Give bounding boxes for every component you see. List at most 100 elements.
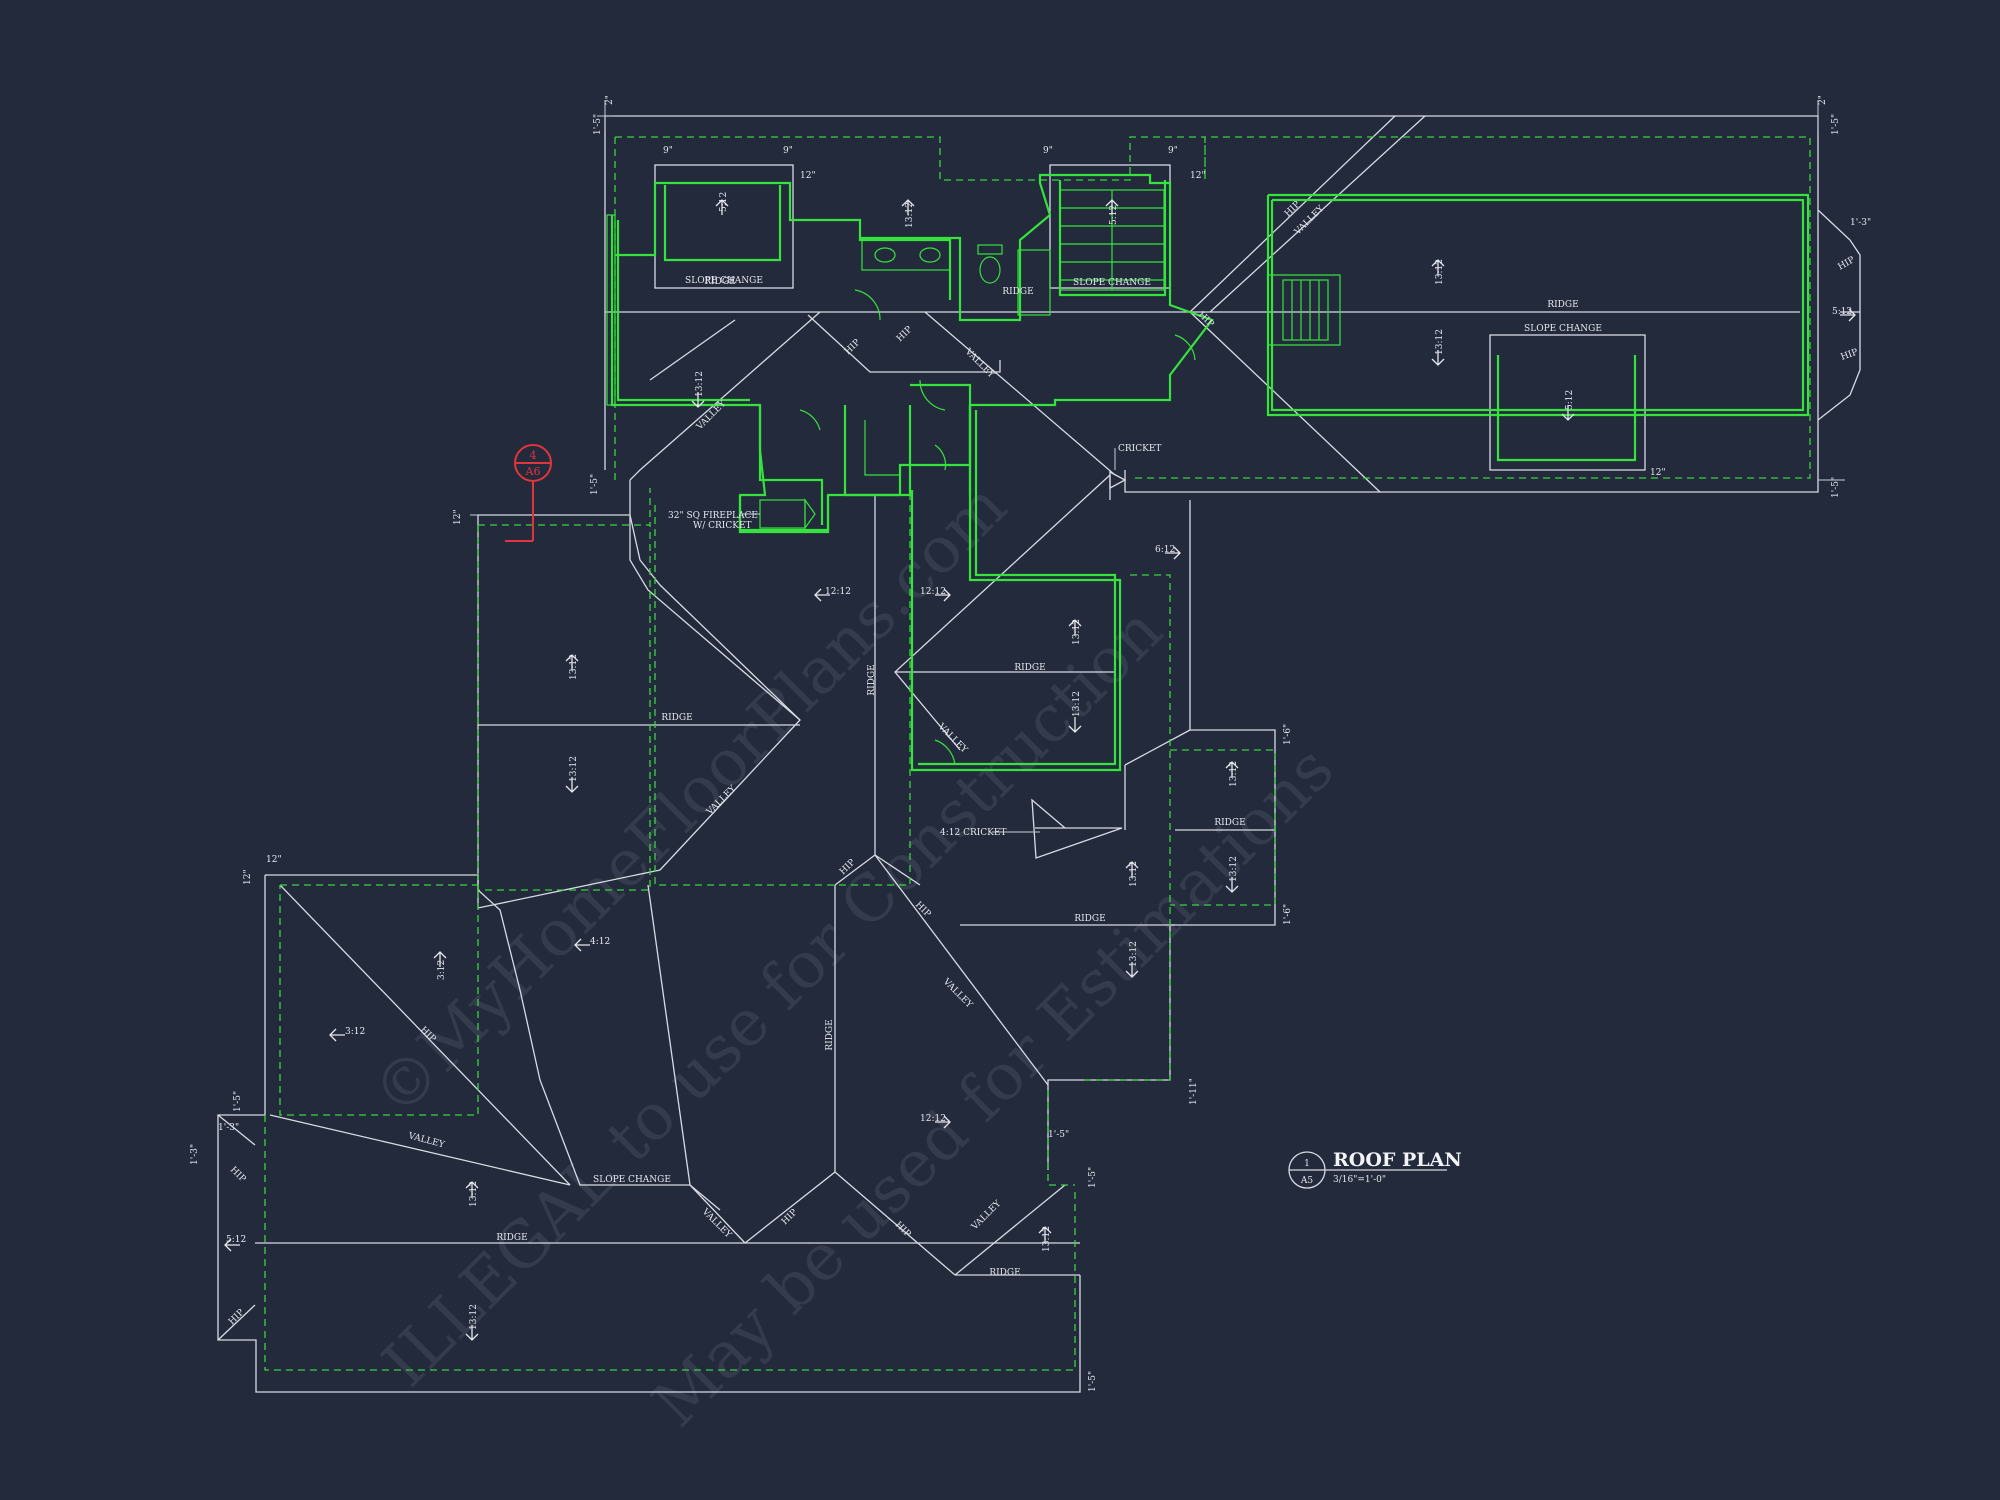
door-swing-4 [934,444,947,471]
valley-label: VALLEY [962,346,997,381]
slope-arrow-icon: 13:12 [1125,941,1139,978]
pitch-label: 13:12 [569,756,579,782]
pitch-label: 13:12 [1042,1226,1052,1252]
dim-label: 1'-5" [1831,114,1841,135]
lower-right-room-inner [918,410,1117,766]
west-window-hatch [606,214,616,406]
shower [1017,249,1051,316]
south-outline [217,875,1081,1393]
slope-arrow-icon: 13:12 [1068,691,1082,733]
south-east-valley [954,1184,1066,1276]
slope-arrow-icon: 13:12 [465,1181,479,1207]
east-wing-dash [1170,749,1276,906]
slope-arrow-icon: 13:12 [691,371,705,408]
fireplace-cricket [804,498,816,530]
upper-eave-line [605,115,1819,493]
slope-change-label: SLOPE CHANGE [593,1175,671,1185]
slope-arrow-icon: 13:12 [1225,761,1239,787]
upper-floor-walls [606,173,1810,772]
hip-label: HIP [913,900,932,919]
ridge-label: RIDGE [867,664,877,695]
pitch-label: 13:12 [1229,856,1239,882]
dim-label: 12" [453,509,463,525]
slope-arrow-icon: 4:12 [574,937,610,952]
pitch-label: 13:12 [1129,941,1139,967]
valley-line-ne-1 [1189,115,1396,313]
toilet-tank [977,244,1003,255]
east-wing-valley [1124,729,1191,766]
pitch-label: 12:12 [825,587,851,597]
pitch-label: 3:12 [345,1027,365,1037]
pitch-label: 5:12 [719,192,729,212]
hip-label: HIP [1196,310,1215,329]
se-dash [1047,1090,1075,1186]
valley-label: VALLEY [969,1198,1004,1233]
dim-label: 1'-3" [218,1123,239,1133]
dim-label: 1'-6" [1283,724,1293,745]
hip-label: HIP [895,325,914,344]
slope-change-label: SLOPE CHANGE [1073,278,1151,288]
watermark: ©MyHomeFloorPlans.com ILLEGAL to use for… [359,469,1348,1441]
sw-diagonal [647,884,691,1186]
hip-label: HIP [780,1208,799,1227]
dim-label: 12" [1650,468,1666,478]
slope-arrow-icon: 13:12 [465,1304,479,1341]
west-valley-line [629,480,801,721]
slope-change-label: SLOPE CHANGE [685,276,763,286]
lower-roof-outline [217,311,1276,1393]
bath-wall [858,238,952,300]
bath-fixtures [861,239,1051,316]
pitch-label: 13:12 [1129,861,1139,887]
fireplace-chase [738,495,830,534]
slope-arrow-icon: 5:12 [224,1235,246,1252]
valley-west-upper [629,311,821,481]
sw-corner-hip-2 [217,1304,256,1341]
sw-hip-line [279,884,571,1186]
fireplace-label-1: 32" SQ FIREPLACE [668,511,758,521]
closet-wall [758,405,824,525]
hall-wall [843,405,912,497]
sw-valley-line [269,1114,571,1186]
dim-label: 9" [783,146,793,156]
slope-arrow-icon: 3:12 [329,1027,365,1042]
slope-arrow-icon: 13:12 [1038,1226,1052,1252]
west-dormer-wall [663,185,782,262]
dim-label: 1'-5" [593,114,603,135]
pitch-label: 5:12 [1109,205,1119,225]
door-swing-2 [919,379,946,411]
dim-label: 2" [605,95,615,105]
dim-label: 1'-5" [1048,1130,1069,1140]
pitch-label: 13:12 [569,654,579,680]
hip-label: HIP [1840,347,1860,362]
south-valley-diagonal [874,854,1049,1086]
slope-change-label: SLOPE CHANGE [1524,324,1602,334]
slope-arrow-icon: 5:12 [1561,390,1575,421]
valley-line-ne-2 [1209,115,1426,313]
dim-label: 1'-5" [1088,1167,1098,1188]
slope-arrow-icon: 13:12 [901,199,915,228]
slope-arrow-icon: 13:12 [1431,329,1445,366]
slope-arrow-icon: 13:12 [1068,619,1082,645]
drawing-title: 1 A5 ROOF PLAN 3/16"=1'-0" [1288,1149,1462,1189]
dim-label: 1'-6" [1283,904,1293,925]
drawing-scale: 3/16"=1'-0" [1333,1175,1386,1185]
slope-arrow-icon: 3:12 [433,951,447,980]
door-swing-3 [799,409,821,431]
upper-wall-dash [615,136,1811,479]
section-marker-sheet: A6 [525,465,541,478]
slope-arrow-icon: 13:12 [1431,259,1445,285]
west-hip-roof [477,514,801,909]
pitch-label: 13:12 [695,371,705,397]
dim-label: 1'-5" [590,474,600,495]
fireplace-label-2: W/ CRICKET [693,521,752,531]
slope-arrow-icon: 5:12 [1105,199,1119,225]
pitch-label: 13:12 [1435,329,1445,355]
ridge-label: RIDGE [661,713,692,723]
east-dormer-wall [1496,355,1637,462]
cricket-412-label: 4:12 CRICKET [940,828,1006,838]
watermark-line-3: May be used for Estimations [639,732,1348,1441]
pitch-arrows: 5:12 13:12 5:12 13:12 13:12 13:12 13:12 … [224,192,1856,1341]
dim-label: 12" [800,171,816,181]
lower-right-room-outer [910,405,1122,772]
